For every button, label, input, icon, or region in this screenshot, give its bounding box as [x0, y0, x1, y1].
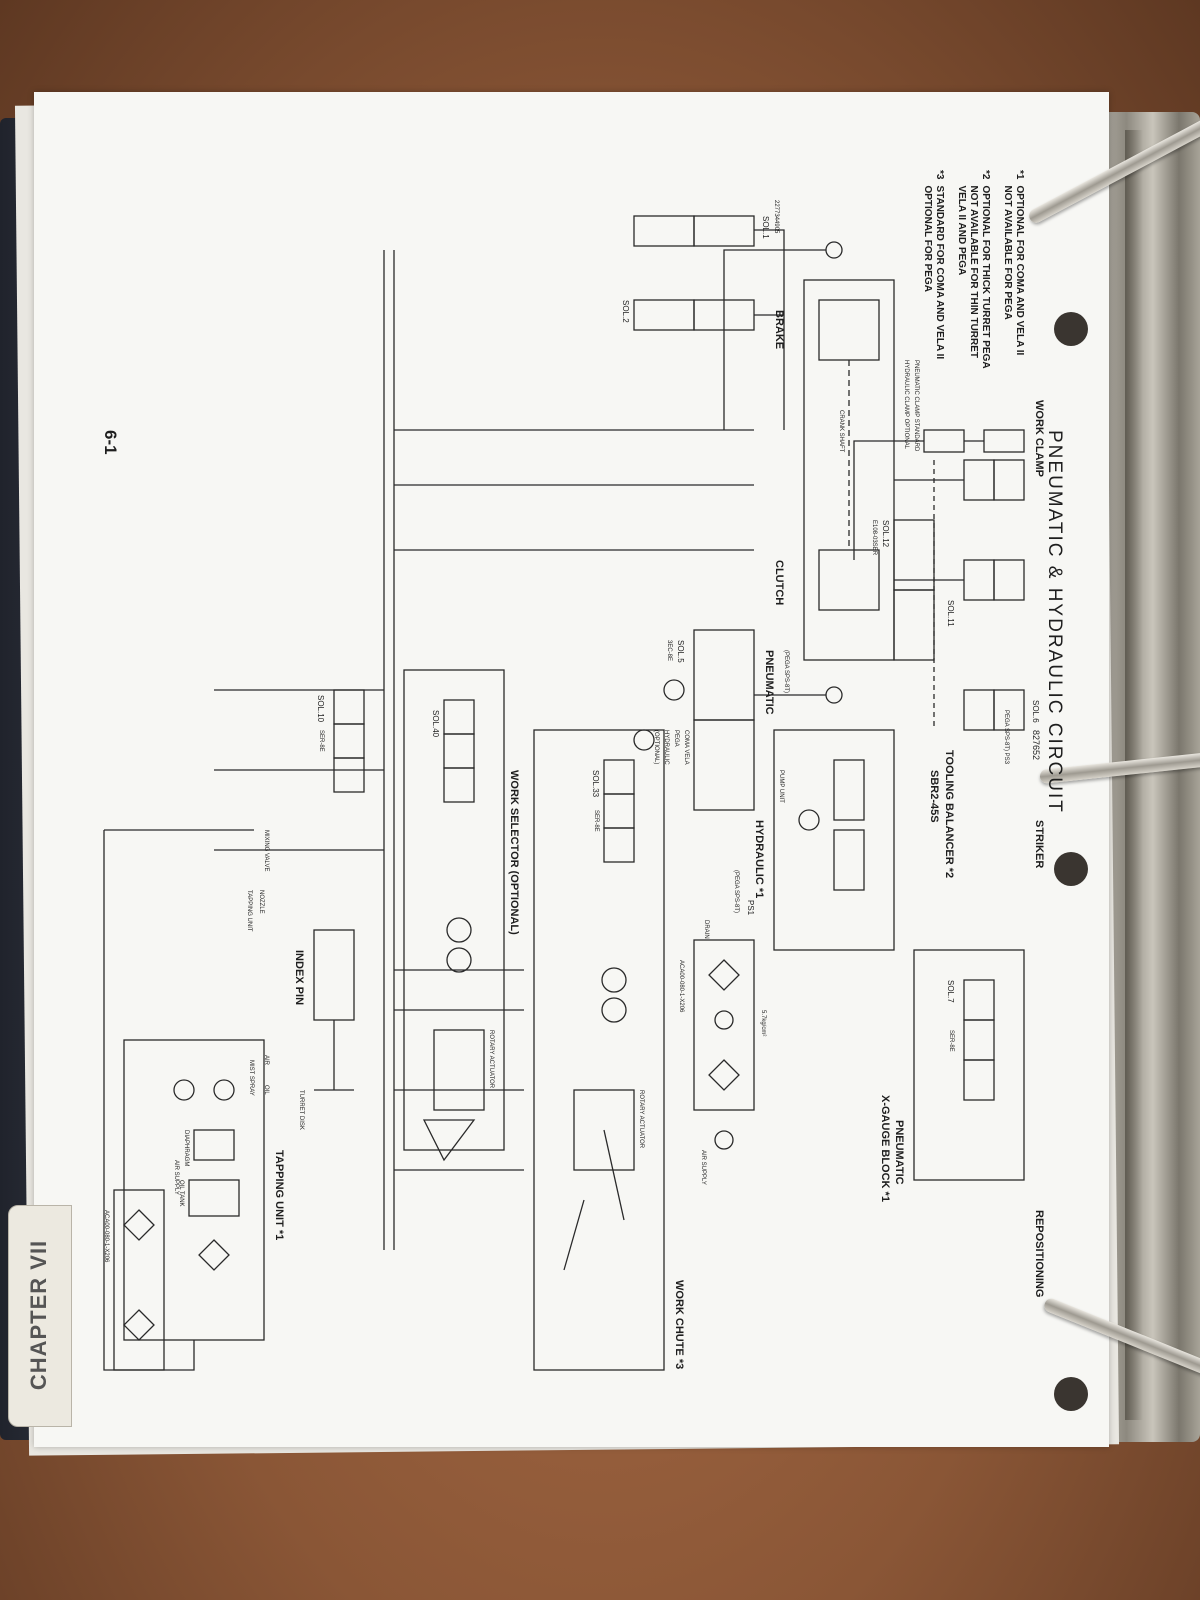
- coma-vela: COMA VELA: [683, 730, 689, 765]
- sol10-label: SOL.10: [316, 695, 325, 723]
- hydraulic-small: HYDRAULIC: [663, 730, 669, 765]
- tooling-balancer-label: TOOLING BALANCER *2: [943, 750, 955, 879]
- work-chute-label: WORK CHUTE *3: [673, 1280, 685, 1370]
- xgauge-label-2: X-GAUGE BLOCK *1: [879, 1095, 891, 1202]
- tooling-balancer-code: SBR2-45S: [928, 770, 940, 823]
- sol7-code: SER-8E: [948, 1030, 954, 1052]
- oil-tank: OIL TANK: [178, 1180, 184, 1207]
- note-mark: *3: [934, 170, 945, 180]
- punch-hole: [1054, 1377, 1088, 1411]
- pressure-label: 5.7kg/cm²: [760, 1010, 766, 1037]
- brake-label: BRAKE: [773, 310, 785, 350]
- chapter-tab[interactable]: [8, 1205, 72, 1427]
- pump-unit: PUMP UNIT: [778, 770, 784, 803]
- striker-label: STRIKER: [1033, 820, 1045, 869]
- diagram-title: PNEUMATIC & HYDRAULIC CIRCUIT: [1044, 430, 1065, 814]
- sol11-label: SOL.11: [946, 600, 955, 627]
- pega-sps8t: (PEGA SPS-8T): [783, 650, 789, 694]
- sol2-label: SOL.2: [621, 300, 630, 323]
- oil-label: OIL: [263, 1085, 269, 1095]
- diaphragm: DIAPHRAGM: [183, 1130, 189, 1167]
- pneumatic-clamp: PNEUMATIC CLAMP STANDARD: [913, 360, 919, 452]
- mixing-valve: MIXING VALVE: [263, 830, 269, 872]
- sol10-code: SER-8E: [318, 730, 324, 752]
- xgauge-label-1: PNEUMATIC: [893, 1120, 905, 1185]
- sol33-label: SOL.33: [591, 770, 600, 798]
- circuit-lines: [103, 215, 1025, 1371]
- work-clamp-label: WORK CLAMP: [1033, 400, 1045, 477]
- rotary-actuator-2: ROTARY ACTUATOR: [488, 1030, 494, 1089]
- index-pin-label: INDEX PIN: [293, 950, 305, 1006]
- sol6-label: SOL.6: [1031, 700, 1040, 723]
- sol5-label: SOL.5: [676, 640, 685, 663]
- sol40-label: SOL.40: [431, 710, 440, 738]
- note-line: VELA II AND PEGA: [956, 185, 967, 276]
- hydraulic-label: HYDRAULIC *1: [753, 820, 765, 899]
- manual-page: [34, 92, 1109, 1447]
- tapping-unit-small: TAPPING UNIT: [246, 890, 252, 932]
- punch-hole: [1054, 852, 1088, 886]
- air-supply: AIR SUPPLY: [700, 1150, 706, 1185]
- hydraulic-clamp: HYDRAULIC CLAMP OPTIONAL: [903, 360, 909, 449]
- note-2: *2 OPTIONAL FOR THICK TURRET PEGA NOT AV…: [956, 170, 991, 369]
- note-line: OPTIONAL FOR PEGA: [922, 185, 933, 292]
- rotary-actuator: ROTARY ACTUATOR: [638, 1090, 644, 1149]
- clutch-label: CLUTCH: [773, 560, 785, 606]
- drain-label: DRAIN: [703, 920, 709, 939]
- filter-code-2: ACA00-080-1-X206: [103, 1210, 109, 1263]
- note-line: OPTIONAL FOR COMA AND VELA II: [1014, 185, 1025, 356]
- note-line: NOT AVAILABLE FOR PEGA: [1002, 185, 1013, 320]
- nozzle-label: NOZZLE: [258, 890, 264, 914]
- notes-list: *1 OPTIONAL FOR COMA AND VELA II NOT AVA…: [922, 170, 1025, 369]
- sol33-code: SER-8E: [593, 810, 599, 832]
- sol1-code: 2277344905: [773, 200, 779, 234]
- pega-small: PEGA: [673, 730, 679, 747]
- sol12-code: E108-03SER: [871, 520, 877, 556]
- note-mark: *1: [1014, 170, 1025, 180]
- ps1-pega: (PEGA SPS-8T): [733, 870, 739, 914]
- pneumatic-pega-label: PNEUMATIC: [763, 650, 775, 715]
- note-3: *3 STANDARD FOR COMA AND VELA II OPTIONA…: [922, 170, 945, 369]
- filter-code: ACA00-080-1-X206: [678, 960, 684, 1013]
- sol12-label: SOL.12: [881, 520, 890, 548]
- spine-shadow: [1125, 130, 1143, 1420]
- sol5-code: 3EC-8E: [666, 640, 672, 662]
- sol1-label: SOL.1: [761, 216, 770, 239]
- mist-spray: MIST SPRAY: [248, 1060, 254, 1096]
- chapter-tab-label: CHAPTER VII: [26, 1239, 51, 1391]
- tapping-unit-label: TAPPING UNIT *1: [273, 1150, 285, 1241]
- note-line: OPTIONAL FOR THICK TURRET PEGA: [980, 185, 991, 369]
- schematic-sheet: PNEUMATIC & HYDRAULIC CIRCUIT 827652 6-1…: [84, 130, 1084, 1410]
- note-line: STANDARD FOR COMA AND VELA II: [934, 185, 945, 360]
- page-number: 6-1: [101, 430, 120, 455]
- drawing-code: 827652: [1031, 730, 1041, 761]
- air-label: AIR: [263, 1055, 269, 1066]
- optional-small: (OPTIONAL): [653, 730, 659, 765]
- crank-shaft: CRANK SHAFT: [838, 410, 844, 453]
- punch-hole: [1054, 312, 1088, 346]
- note-line: NOT AVAILABLE FOR THIN TURRET: [968, 185, 979, 359]
- ps1-label: PS1: [746, 900, 755, 916]
- turret-disk: TURRET DISK: [298, 1090, 304, 1130]
- note-1: *1 OPTIONAL FOR COMA AND VELA II NOT AVA…: [1002, 170, 1025, 369]
- sol7-label: SOL.7: [946, 980, 955, 1003]
- work-selector-label: WORK SELECTOR (OPTIONAL): [508, 770, 520, 935]
- note-mark: *2: [980, 170, 991, 180]
- repositioning-label: REPOSITIONING: [1033, 1210, 1045, 1298]
- ps3-pega: PEGA SPS-8T) PS3: [1003, 710, 1009, 765]
